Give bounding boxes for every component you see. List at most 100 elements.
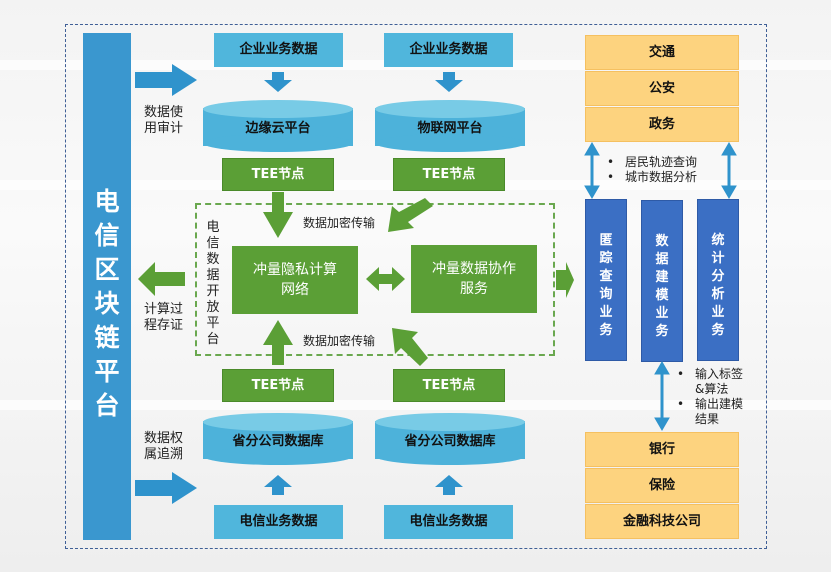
note-line: 程存证 <box>144 318 184 333</box>
encrypt-label-bottom: 数据加密传输 <box>303 334 376 348</box>
open-platform-label: 电 信 数 据 开 放 平 台 <box>205 220 221 348</box>
chain-char: 块 <box>94 289 120 318</box>
note-line: 属追溯 <box>144 447 184 462</box>
service-char: 统 <box>711 233 725 248</box>
chain-char: 区 <box>94 255 120 284</box>
client-government: 政务 <box>585 107 739 142</box>
service-char: 据 <box>655 252 669 267</box>
note-line: 用审计 <box>144 121 184 136</box>
usage-audit-note: 数据使 用审计 <box>144 105 183 137</box>
open-platform-boundary <box>195 203 555 356</box>
tee-node-top-right: TEE节点 <box>393 158 505 191</box>
chain-char: 电 <box>94 187 120 216</box>
arrow-left-icon <box>138 262 185 296</box>
province-db-label: 省分公司数据库 <box>232 434 324 449</box>
tee-node-bottom-right: TEE节点 <box>393 369 505 402</box>
bullet-line: 输入标签 <box>695 367 744 381</box>
bullet-item: 城市数据分析 <box>603 170 697 185</box>
blockchain-platform: 电 信 区 块 链 平 台 <box>83 33 131 540</box>
service-statistical-analysis: 统 计 分 析 业 务 <box>697 199 739 361</box>
bullet-item: 输入标签&算法 <box>673 367 743 397</box>
service-data-modeling: 数 据 建 模 业 务 <box>641 200 683 362</box>
double-arrow-vertical-icon <box>721 142 737 199</box>
enterprise-data-left: 企业业务数据 <box>214 33 343 67</box>
service-char: 计 <box>711 251 725 266</box>
compute-proof-note: 计算过 程存证 <box>144 302 183 334</box>
tee-node-bottom-left: TEE节点 <box>222 369 334 402</box>
label-char: 台 <box>206 332 220 347</box>
box-line: 网络 <box>281 282 309 298</box>
label-char: 放 <box>206 300 220 315</box>
service-char: 查 <box>599 269 613 284</box>
chain-char: 信 <box>94 221 120 250</box>
province-db-left: 省分公司数据库 <box>203 413 353 467</box>
arrow-up-icon <box>264 475 292 495</box>
chain-char: 平 <box>94 357 120 386</box>
arrow-down-icon <box>435 72 463 92</box>
tee-node-top-left: TEE节点 <box>222 158 334 191</box>
ownership-trace-note: 数据权 属追溯 <box>144 431 183 463</box>
note-line: 计算过 <box>144 302 184 317</box>
service-char: 务 <box>711 323 725 338</box>
telecom-data-left: 电信业务数据 <box>214 505 343 539</box>
chain-char: 台 <box>94 391 120 420</box>
province-db-label: 省分公司数据库 <box>404 434 496 449</box>
service-anonymous-query: 匿 踪 查 询 业 务 <box>585 199 627 361</box>
client-bank: 银行 <box>585 432 739 467</box>
double-arrow-icon <box>366 267 405 291</box>
service-char: 业 <box>599 305 613 320</box>
box-line: 冲量数据协作 <box>432 261 516 277</box>
service-char: 询 <box>599 287 613 302</box>
arrow-up-icon <box>435 475 463 495</box>
label-char: 据 <box>206 268 220 283</box>
service-char: 业 <box>655 306 669 321</box>
label-char: 信 <box>206 236 220 251</box>
label-char: 电 <box>206 220 220 235</box>
arrow-right-icon <box>556 262 574 298</box>
label-char: 平 <box>206 316 220 331</box>
client-police: 公安 <box>585 71 739 106</box>
label-char: 开 <box>206 284 220 299</box>
background-stripe <box>0 400 831 410</box>
service-char: 分 <box>711 269 725 284</box>
arrow-right-icon <box>135 64 197 96</box>
service-char: 析 <box>711 287 725 302</box>
label-char: 数 <box>206 252 220 267</box>
client-insurance: 保险 <box>585 468 739 503</box>
arrow-diagonal-icon <box>388 198 433 232</box>
service-char: 务 <box>599 323 613 338</box>
arrow-right-icon <box>135 472 197 504</box>
bullet-line: 结果 <box>695 412 720 426</box>
arrow-down-icon <box>263 192 293 238</box>
iot-platform: 物联网平台 <box>375 100 525 154</box>
bullet-line: 输出建模 <box>695 397 744 411</box>
encrypt-label-top: 数据加密传输 <box>303 216 376 230</box>
client-transport: 交通 <box>585 35 739 70</box>
box-line: 服务 <box>460 281 488 297</box>
bullet-line: &算法 <box>695 382 729 396</box>
client-fintech: 金融科技公司 <box>585 504 739 539</box>
edge-cloud-platform: 边缘云平台 <box>203 100 353 154</box>
chain-char: 链 <box>94 323 120 352</box>
service-char: 模 <box>655 288 669 303</box>
box-line: 冲量隐私计算 <box>253 262 337 278</box>
service-char: 踪 <box>599 251 613 266</box>
bullet-item: 居民轨迹查询 <box>603 155 697 170</box>
service-char: 务 <box>655 324 669 339</box>
service-char: 数 <box>655 234 669 249</box>
service-char: 建 <box>655 270 669 285</box>
double-arrow-vertical-icon <box>654 361 670 431</box>
privacy-computing-network: 冲量隐私计算 网络 <box>232 246 358 314</box>
double-arrow-vertical-icon <box>584 142 600 199</box>
edge-cloud-label: 边缘云平台 <box>245 121 311 136</box>
arrow-diagonal-icon <box>392 328 428 366</box>
iot-label: 物联网平台 <box>417 121 483 136</box>
diagram-border <box>65 24 767 549</box>
gov-bullets: 居民轨迹查询 城市数据分析 <box>603 155 697 185</box>
service-char: 业 <box>711 305 725 320</box>
arrow-down-icon <box>264 72 292 92</box>
data-collaboration-service: 冲量数据协作 服务 <box>411 245 537 313</box>
